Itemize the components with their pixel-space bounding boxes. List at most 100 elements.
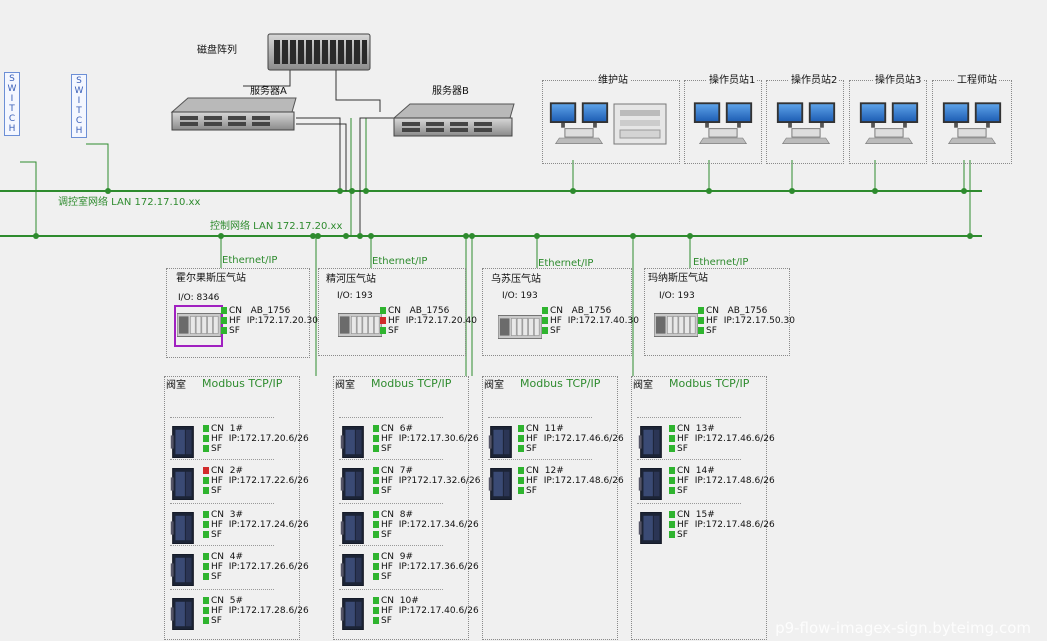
sf-label: SF [526, 486, 537, 496]
sf-led [542, 327, 548, 334]
sf-led [669, 531, 675, 538]
plc-model: AB_1756 [250, 306, 291, 316]
io-count: I/O: 193 [337, 291, 373, 301]
sf-label: SF [211, 444, 222, 454]
valve-number: 7# [399, 466, 414, 476]
valve-ip: IP?172.17.32.6/26 [398, 476, 481, 486]
rtu-icon [638, 468, 662, 500]
valve-ip: IP:172.17.46.6/26 [543, 434, 624, 444]
cn-led [542, 307, 548, 314]
cn-label: CN [706, 306, 720, 316]
hf-label: HF [211, 434, 223, 444]
sf-label: SF [381, 444, 392, 454]
hf-label: HF [381, 434, 393, 444]
hf-led [518, 435, 524, 442]
server-a-label: 服务器A [250, 86, 287, 97]
cn-label: CN [526, 466, 540, 476]
row-separator [170, 459, 274, 460]
valve-ip: IP:172.17.34.6/26 [398, 520, 479, 530]
modbus-label: Modbus TCP/IP [520, 377, 601, 390]
cn-label: CN [388, 306, 402, 316]
io-count: I/O: 8346 [178, 293, 220, 303]
io-count: I/O: 193 [502, 291, 538, 301]
rtu-icon [488, 426, 512, 458]
valve-number: 3# [229, 510, 244, 520]
cn-label: CN [381, 552, 395, 562]
cn-label: CN [211, 466, 225, 476]
valve-ip: IP:172.17.30.6/26 [398, 434, 479, 444]
valve-room-box [631, 376, 767, 640]
valve-number: 4# [229, 552, 244, 562]
cn-label: CN [211, 596, 225, 606]
compressor-station-box [644, 268, 790, 356]
cn-led [669, 425, 675, 432]
cn-led [373, 553, 379, 560]
cn-label: CN [229, 306, 243, 316]
valve-room-title: 阀室 [166, 380, 186, 391]
sf-led [203, 445, 209, 452]
rtu-icon [340, 468, 364, 500]
watermark: p9-flow-imagex-sign.byteimg.com [775, 619, 1031, 637]
hf-led [203, 521, 209, 528]
cn-label: CN [211, 424, 225, 434]
row-separator [170, 589, 274, 590]
hf-label: HF [526, 434, 538, 444]
cn-label: CN [381, 466, 395, 476]
valve-ip: IP:172.17.24.6/26 [228, 520, 309, 530]
plc-ip: IP:172.17.40.30 [567, 316, 639, 326]
valve-number: 14# [695, 466, 715, 476]
valve-number: 12# [544, 466, 564, 476]
hf-label: HF [229, 316, 241, 326]
ethernet-ip-label: Ethernet/IP [538, 258, 594, 269]
hf-led [203, 435, 209, 442]
valve-number: 15# [695, 510, 715, 520]
valve-number: 10# [399, 596, 419, 606]
valve-ip: IP:172.17.36.6/26 [398, 562, 479, 572]
compressor-station-box [318, 268, 466, 356]
compressor-station-box [166, 268, 310, 358]
hf-led [221, 317, 227, 324]
switch-letter: I [77, 96, 81, 106]
row-separator [170, 503, 274, 504]
cn-label: CN [526, 424, 540, 434]
hf-led [373, 477, 379, 484]
hf-led [518, 477, 524, 484]
cn-label: CN [677, 424, 691, 434]
station-name: 精河压气站 [326, 274, 376, 285]
row-separator [488, 417, 592, 418]
cn-led [698, 307, 704, 314]
hf-label: HF [211, 476, 223, 486]
control-lan-label: 控制网络 LAN 172.17.20.xx [210, 221, 343, 232]
cn-label: CN [381, 424, 395, 434]
row-separator [170, 417, 274, 418]
sf-label: SF [526, 444, 537, 454]
hf-label: HF [381, 606, 393, 616]
valve-room-title: 阀室 [484, 380, 504, 391]
plc-model: AB_1756 [571, 306, 612, 316]
hf-led [373, 521, 379, 528]
cn-label: CN [381, 510, 395, 520]
switch-letter: I [10, 94, 14, 104]
valve-ip: IP:172.17.26.6/26 [228, 562, 309, 572]
hf-led [669, 521, 675, 528]
rtu-icon [340, 554, 364, 586]
station-name: 乌苏压气站 [491, 274, 541, 285]
cn-led [203, 511, 209, 518]
cn-led [373, 467, 379, 474]
sf-led [669, 487, 675, 494]
ethernet-ip-label: Ethernet/IP [372, 256, 428, 267]
sf-label: SF [677, 530, 688, 540]
plc-ip: IP:172.17.50.30 [723, 316, 795, 326]
hf-label: HF [706, 316, 718, 326]
sf-label: SF [381, 530, 392, 540]
operator-station-1-label: 操作员站1 [707, 75, 758, 86]
sf-led [373, 617, 379, 624]
rtu-icon [638, 512, 662, 544]
hf-led [542, 317, 548, 324]
sf-led [373, 487, 379, 494]
